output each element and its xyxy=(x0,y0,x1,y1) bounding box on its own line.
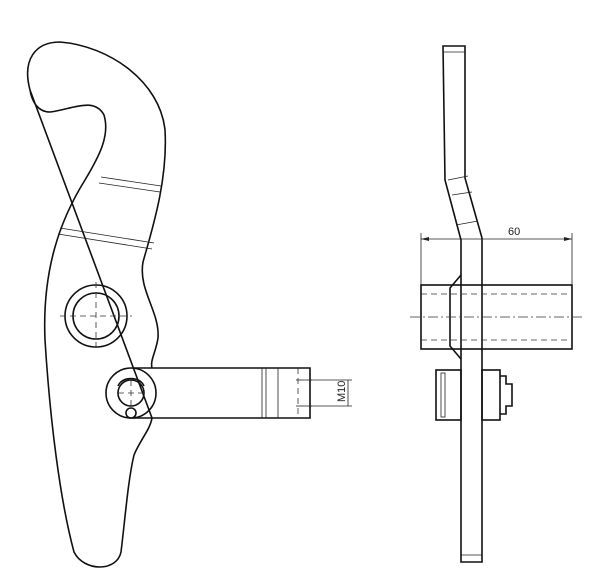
plate-outline xyxy=(442,45,483,563)
front-view: M10 xyxy=(26,41,352,568)
nut-left xyxy=(435,369,462,421)
bend-line-lower-2 xyxy=(57,233,153,250)
bend-line-upper-2 xyxy=(98,182,161,193)
bend-line-upper-1 xyxy=(100,176,162,187)
clip-eye xyxy=(125,407,137,419)
pin-head xyxy=(500,375,513,415)
hook-outline xyxy=(26,41,167,568)
dim-label-60: 60 xyxy=(508,226,520,238)
side-view: 60 xyxy=(410,45,582,563)
nut-right xyxy=(481,369,501,421)
bend-line-lower-1 xyxy=(59,227,155,244)
m10-label: M10 xyxy=(336,381,348,402)
retaining-clip-icon xyxy=(117,377,145,387)
nut-left-detail xyxy=(440,372,446,418)
arm-outline xyxy=(133,367,311,419)
bend-lines xyxy=(447,175,479,226)
